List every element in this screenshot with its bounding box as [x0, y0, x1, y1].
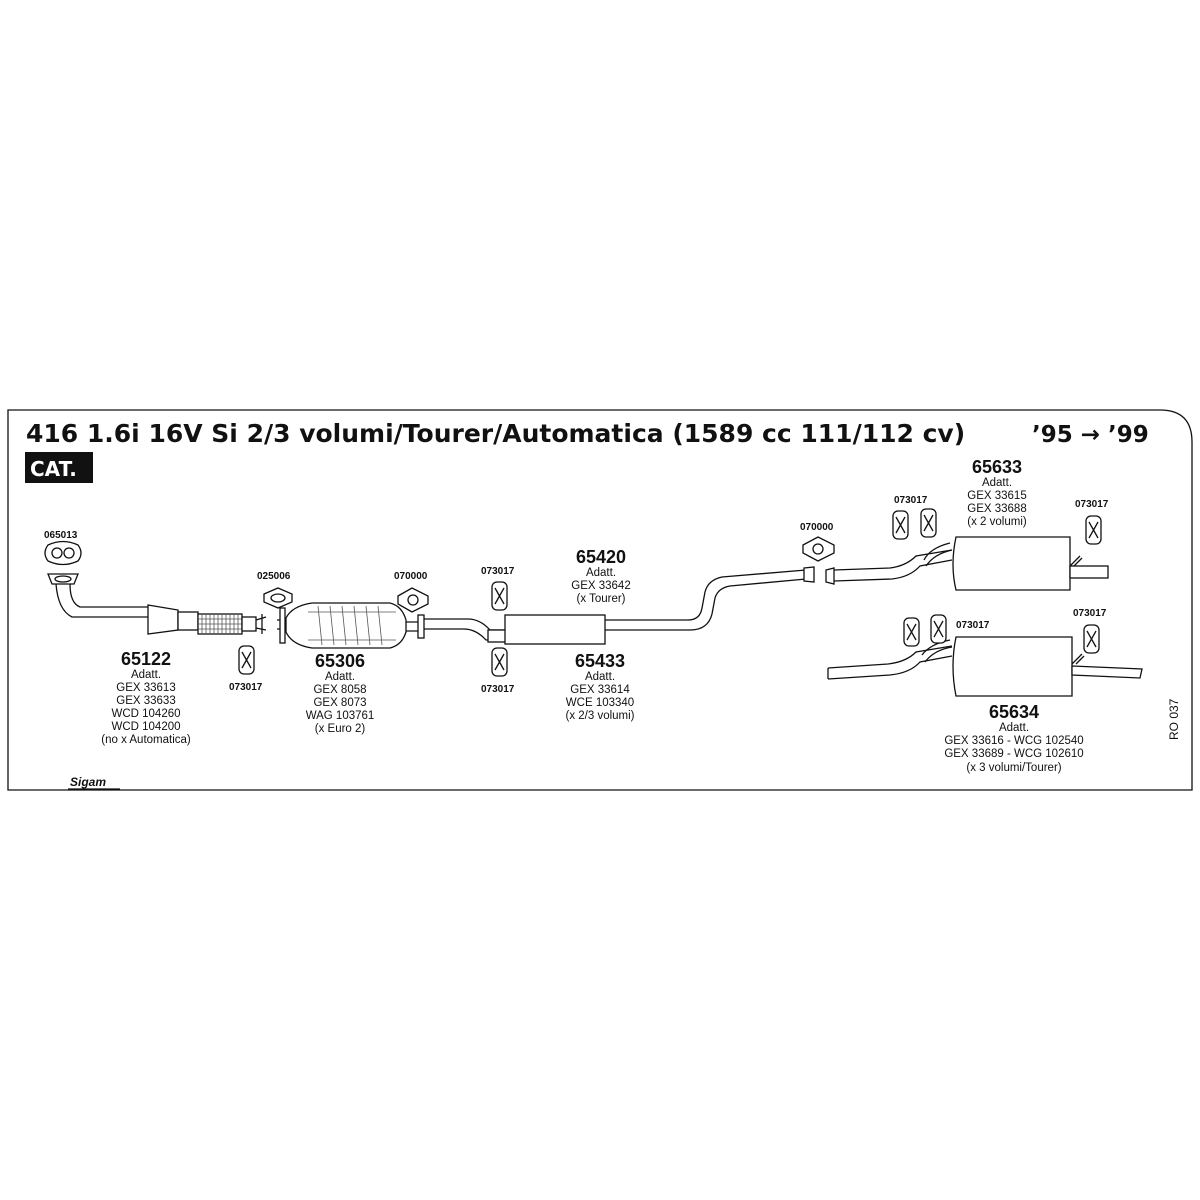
svg-text:Adatt.: Adatt. — [325, 671, 355, 683]
part-label-65122: 65122 Adatt. GEX 33613 GEX 33633 WCD 104… — [101, 649, 191, 746]
code-073017-front: 073017 — [229, 682, 263, 693]
gasket-025006-icon — [263, 587, 293, 609]
hanger-073017-lower-left-icon — [903, 614, 947, 647]
code-070000-rear: 070000 — [800, 522, 834, 533]
svg-text:65433: 65433 — [575, 651, 625, 671]
svg-text:Adatt.: Adatt. — [131, 669, 161, 681]
part-label-65306: 65306 Adatt. GEX 8058 GEX 8073 WAG 10376… — [306, 651, 375, 735]
svg-text:GEX 33615: GEX 33615 — [967, 490, 1026, 502]
hanger-073017-upper-left-icon — [892, 508, 937, 540]
part-label-65420: 65420 Adatt. GEX 33642 (x Tourer) — [571, 547, 630, 605]
reference-code: RO 037 — [1167, 698, 1181, 740]
svg-text:GEX 33613: GEX 33613 — [116, 682, 175, 694]
svg-text:Adatt.: Adatt. — [999, 722, 1029, 734]
svg-text:GEX 33688: GEX 33688 — [967, 503, 1026, 515]
svg-text:65420: 65420 — [576, 547, 626, 567]
gasket-070000-rear-icon — [802, 536, 835, 562]
cat-badge: CAT. — [30, 457, 77, 481]
svg-text:WCD 104260: WCD 104260 — [111, 708, 180, 720]
code-073017-mid-bottom: 073017 — [481, 684, 515, 695]
svg-text:Adatt.: Adatt. — [585, 671, 615, 683]
gasket-065013-icon — [44, 540, 82, 566]
rear-silencer-65634 — [827, 636, 1143, 697]
svg-text:GEX 33689 - WCG 102610: GEX 33689 - WCG 102610 — [944, 748, 1083, 760]
svg-text:GEX 8058: GEX 8058 — [313, 684, 366, 696]
svg-text:(x Tourer): (x Tourer) — [577, 593, 626, 605]
svg-text:WCD 104200: WCD 104200 — [111, 721, 180, 733]
rear-silencer-65633 — [825, 536, 1109, 591]
hanger-073017-mid-top-icon — [491, 581, 508, 611]
year-range: ’95 → ’99 — [1032, 422, 1149, 448]
svg-text:GEX 33614: GEX 33614 — [570, 684, 630, 696]
svg-text:65306: 65306 — [315, 651, 365, 671]
brand-logo-text: Sigam — [70, 775, 106, 789]
hanger-073017-front-icon — [238, 645, 255, 675]
part-label-65633: 65633 Adatt. GEX 33615 GEX 33688 (x 2 vo… — [967, 457, 1027, 528]
code-070000-mid: 070000 — [394, 571, 428, 582]
code-073017-lower-left: 073017 — [956, 620, 990, 631]
front-pipe-65122 — [47, 573, 267, 635]
svg-text:(no x Automatica): (no x Automatica) — [101, 734, 191, 746]
svg-text:GEX 8073: GEX 8073 — [313, 697, 366, 709]
code-065013: 065013 — [44, 530, 78, 541]
svg-text:65634: 65634 — [989, 702, 1039, 722]
svg-text:WCE 103340: WCE 103340 — [566, 697, 634, 709]
code-025006: 025006 — [257, 571, 291, 582]
code-073017-upper-right: 073017 — [1075, 499, 1109, 510]
hanger-073017-upper-right-icon — [1085, 515, 1102, 545]
svg-text:65633: 65633 — [972, 457, 1022, 477]
svg-text:WAG 103761: WAG 103761 — [306, 710, 375, 722]
svg-text:(x 3 volumi/Tourer): (x 3 volumi/Tourer) — [966, 762, 1061, 774]
diagram-title: 416 1.6i 16V Si 2/3 volumi/Tourer/Automa… — [26, 419, 965, 448]
part-label-65634: 65634 Adatt. GEX 33616 - WCG 102540 GEX … — [944, 702, 1083, 774]
svg-text:GEX 33642: GEX 33642 — [571, 580, 630, 592]
part-label-65433: 65433 Adatt. GEX 33614 WCE 103340 (x 2/3… — [565, 651, 634, 722]
catalytic-converter-65306 — [277, 602, 420, 649]
cat-badge-background — [25, 452, 93, 483]
svg-text:Adatt.: Adatt. — [982, 477, 1012, 489]
svg-text:Adatt.: Adatt. — [586, 567, 616, 579]
svg-text:(x Euro 2): (x Euro 2) — [315, 723, 366, 735]
svg-text:65122: 65122 — [121, 649, 171, 669]
code-073017-lower-right: 073017 — [1073, 608, 1107, 619]
code-073017-upper-left: 073017 — [894, 495, 928, 506]
hanger-073017-lower-right-icon — [1083, 624, 1100, 654]
diagram-frame — [7, 409, 1193, 791]
svg-text:GEX 33616 - WCG 102540: GEX 33616 - WCG 102540 — [944, 735, 1083, 747]
gasket-070000-mid-icon — [397, 587, 429, 613]
svg-text:(x 2/3 volumi): (x 2/3 volumi) — [565, 710, 634, 722]
hanger-073017-mid-bottom-icon — [491, 647, 508, 677]
svg-text:(x 2 volumi): (x 2 volumi) — [967, 516, 1027, 528]
code-073017-mid-top: 073017 — [481, 566, 515, 577]
middle-pipe-65420-65433 — [417, 566, 815, 645]
svg-text:GEX 33633: GEX 33633 — [116, 695, 175, 707]
